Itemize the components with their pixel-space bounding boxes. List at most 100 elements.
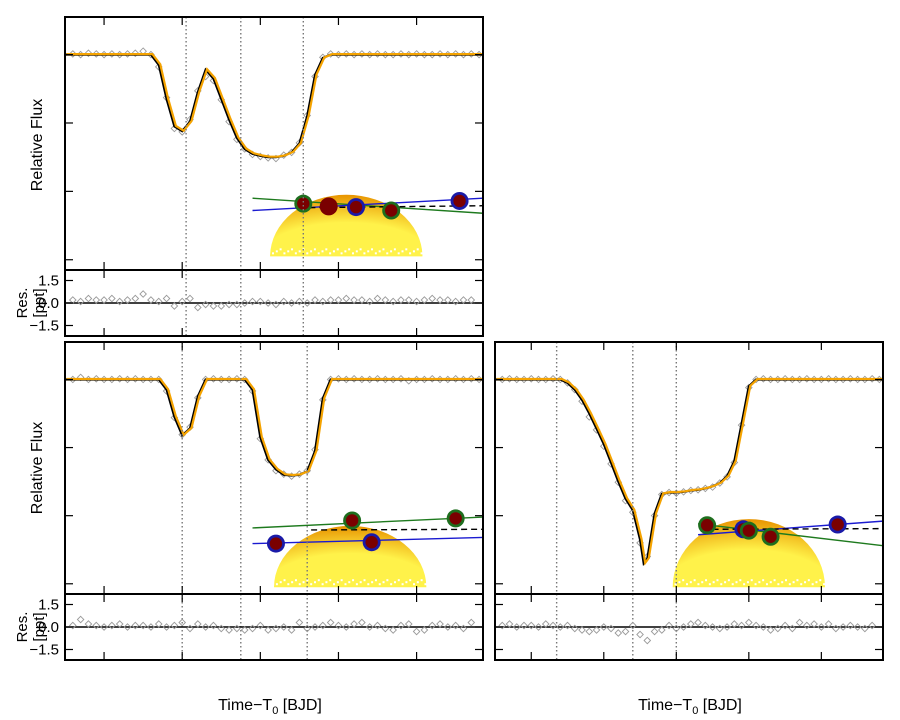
model-line-orange [66,52,483,158]
xlabel-right-text: Time−T [638,697,692,714]
residual-point [737,621,746,630]
residual-point [766,626,775,634]
star-speckle [294,252,297,255]
planet-path-green [697,523,883,547]
residual-point [287,299,296,307]
star-speckle [306,579,309,582]
residual-point [861,624,869,633]
ylabel-bottom-res: Res. [14,612,31,643]
planet-path-green [252,197,483,214]
residual-point [318,621,327,630]
residual-point [412,297,421,306]
residual-point [459,624,468,633]
residual-point [201,300,210,309]
residual-point [701,621,710,630]
residual-point [272,300,280,309]
residual-point [178,297,187,306]
residual-point [672,624,681,633]
residual-point [365,623,374,631]
star-speckle [720,583,723,586]
data-point [373,374,382,383]
res-tick-label: 0.0 [38,619,59,636]
residual-point [342,294,351,303]
res-tick-label: −1.5 [29,318,59,335]
residual-point [665,621,673,630]
residual-point [139,621,147,630]
residual-point [846,621,855,630]
planet-body [269,537,283,550]
residual-point [256,621,265,630]
xlabel-left: Time−T0 [BJD] [218,697,322,717]
residual-point [193,620,202,628]
star-speckle [674,583,677,586]
residual-point [459,296,468,304]
star-speckle [800,583,803,586]
residual-point [512,623,521,631]
residual-point [334,621,343,630]
star-speckle [310,250,313,253]
data-point [824,374,833,383]
data-point [397,50,405,58]
residual-point [549,621,557,630]
residual-point [350,620,358,628]
residual-point [570,624,579,633]
star-speckle [355,250,358,253]
star-speckle [329,252,332,255]
star-speckle [302,581,305,584]
data-point [123,50,132,58]
residual-point [451,297,460,306]
ylabel-bottom-main: Relative Flux [29,422,46,514]
star-speckle [409,579,412,582]
star-speckle [405,248,408,251]
data-point [412,50,421,58]
star-speckle [796,579,799,582]
residual-point [350,296,358,304]
star-speckle [386,252,389,255]
residual-point [592,626,601,634]
planet-body [322,200,335,213]
star-speckle [283,252,286,255]
data-point [397,374,405,383]
data-point [326,50,335,58]
star-speckle [705,579,708,582]
residual-point [115,297,124,306]
chart-panel-top-left: −1.50.01.5 [29,16,484,337]
data-point [467,374,476,383]
residual-point [154,620,163,628]
star-speckle [781,581,784,584]
residual-point [76,297,85,306]
data-point [342,50,351,58]
residual-point [397,621,405,630]
residual-point [233,624,241,633]
model-line-black [65,378,483,477]
residual-point [541,620,550,628]
star-speckle [413,583,416,586]
star-speckle [321,250,324,253]
star-speckle [283,579,286,582]
ylabel-top-main: Relative Flux [29,99,46,191]
data-point [549,374,557,383]
residual-point [154,297,163,306]
star-speckle [804,581,807,584]
planet-body [345,514,359,527]
residual-point [201,623,210,631]
residual-point [76,615,85,624]
planet-path-black [311,528,483,531]
data-point [358,50,366,58]
star-speckle [762,579,765,582]
residual-point [272,624,280,633]
residual-point [240,299,249,307]
residual-point [774,624,782,633]
residual-point [170,621,179,630]
star-speckle [746,581,749,584]
residual-point [209,302,218,310]
residual-point [643,636,652,645]
residual-point [311,623,319,631]
data-point [350,374,358,383]
residual-point [715,624,724,633]
star-speckle [378,583,381,586]
residual-point [373,621,382,630]
residual-point [534,623,543,631]
residual-point [365,297,374,306]
xlabel-right: Time−T0 [BJD] [638,697,742,717]
